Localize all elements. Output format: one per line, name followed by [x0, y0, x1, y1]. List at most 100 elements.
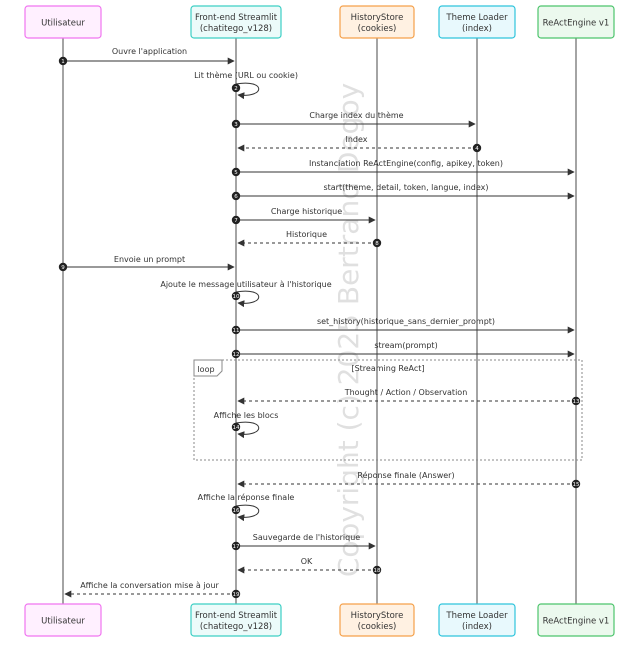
sequence-number: 12 [233, 352, 240, 358]
message-16: Affiche la réponse finale 16 [198, 492, 295, 522]
participant-theme-top: Theme Loader(index) [438, 5, 516, 39]
sequence-number: 9 [61, 265, 65, 271]
message-label: Affiche la réponse finale [198, 492, 295, 502]
message-13: Thought / Action / Observation 13 [237, 388, 581, 406]
participant-box [339, 603, 415, 637]
sequence-number-badge [372, 238, 382, 248]
participant-subtitle: (chatitego_v128) [200, 622, 272, 632]
sequence-number: 15 [573, 482, 580, 488]
message-18: OK 18 [237, 557, 382, 575]
sequence-number: 13 [573, 399, 580, 405]
participant-box [537, 5, 615, 39]
participant-box [190, 5, 282, 39]
loop-tag-box [193, 359, 223, 377]
participant-name: Utilisateur [41, 617, 85, 627]
message-label: Thought / Action / Observation [344, 388, 468, 397]
sequence-number: 19 [233, 592, 240, 598]
sequence-number: 6 [234, 194, 238, 200]
message-11: set_history(historique_sans_dernier_prom… [231, 317, 575, 335]
message-label: Envoie un prompt [114, 255, 185, 264]
participant-theme-bottom: Theme Loader(index) [438, 603, 516, 637]
loop-box [193, 359, 583, 461]
message-label: Instanciation ReActEngine(config, apikey… [309, 159, 503, 168]
sequence-number: 3 [234, 122, 238, 128]
message-label: Index [345, 135, 367, 144]
message-label: Charge historique [271, 207, 342, 216]
lifelines [62, 38, 577, 604]
sequence-number: 11 [233, 328, 240, 334]
message-label: Lit thème (URL ou cookie) [194, 70, 298, 80]
participant-subtitle: (chatitego_v128) [200, 24, 272, 34]
participant-name: Front-end Streamlit [195, 13, 278, 23]
sequence-number-badge [231, 325, 241, 335]
sequence-number-badge [231, 215, 241, 225]
participant-front-bottom: Front-end Streamlit(chatitego_v128) [190, 603, 282, 637]
sequence-number: 16 [233, 508, 240, 514]
participant-engine-top: ReActEngine v1 [537, 5, 615, 39]
message-15: Réponse finale (Answer) 15 [237, 470, 581, 489]
participant-subtitle: (index) [462, 24, 492, 34]
sequence-number: 1 [61, 59, 65, 65]
sequence-number-badge [58, 262, 68, 272]
sequence-number: 5 [234, 170, 238, 176]
participant-engine-bottom: ReActEngine v1 [537, 603, 615, 637]
message-2: Lit thème (URL ou cookie)2 [194, 70, 298, 100]
sequence-number: 10 [233, 294, 240, 300]
message-label: Affiche la conversation mise à jour [80, 581, 219, 590]
participant-history-bottom: HistoryStore(cookies) [339, 603, 415, 637]
sequence-number-badge [571, 479, 581, 489]
sequence-number: 17 [233, 544, 240, 550]
participant-subtitle: (cookies) [358, 24, 397, 34]
participant-name: Theme Loader [445, 611, 508, 621]
sequence-number-badge [231, 291, 241, 301]
message-label: stream(prompt) [374, 341, 437, 350]
message-6: start(theme, detail, token, langue, inde… [231, 183, 575, 201]
sequence-number-badge [231, 83, 241, 93]
sequence-number-badge [372, 565, 382, 575]
participant-subtitle: (cookies) [358, 622, 397, 632]
message-1: Ouvre l'application 1 [58, 47, 235, 66]
sequence-number-badge [472, 143, 482, 153]
participant-front-top: Front-end Streamlit(chatitego_v128) [190, 5, 282, 39]
sequence-number-badge [231, 422, 241, 432]
sequence-number-badge [231, 119, 241, 129]
participant-name: Front-end Streamlit [195, 611, 278, 621]
participant-name: HistoryStore [351, 611, 404, 621]
participant-user-bottom: Utilisateur [24, 603, 102, 637]
message-arrow [235, 504, 260, 522]
participant-subtitle: (index) [462, 622, 492, 632]
participant-user-top: Utilisateur [24, 5, 102, 39]
participant-box [438, 5, 516, 39]
loop-frame: loop[Streaming ReAct] [193, 359, 583, 461]
sequence-number-badge [231, 349, 241, 359]
message-label: set_history(historique_sans_dernier_prom… [317, 317, 495, 326]
participant-box [339, 5, 415, 39]
participant-box [537, 603, 615, 637]
message-label: start(theme, detail, token, langue, inde… [323, 183, 488, 192]
sequence-number: 8 [375, 241, 379, 247]
sequence-number: 14 [233, 425, 240, 431]
participant-name: ReActEngine v1 [543, 19, 610, 29]
participant-box [24, 603, 102, 637]
message-arrow [235, 82, 260, 100]
sequence-number: 18 [374, 568, 381, 574]
participant-history-top: HistoryStore(cookies) [339, 5, 415, 39]
participant-box [190, 603, 282, 637]
message-label: Réponse finale (Answer) [357, 470, 454, 480]
participant-name: Theme Loader [445, 13, 508, 23]
participant-name: HistoryStore [351, 13, 404, 23]
message-label: Ouvre l'application [112, 47, 187, 56]
message-label: OK [301, 557, 313, 566]
sequence-number-badge [58, 56, 68, 66]
message-arrow [235, 290, 260, 308]
participant-name: ReActEngine v1 [543, 617, 610, 627]
sequence-number-badge [571, 396, 581, 406]
